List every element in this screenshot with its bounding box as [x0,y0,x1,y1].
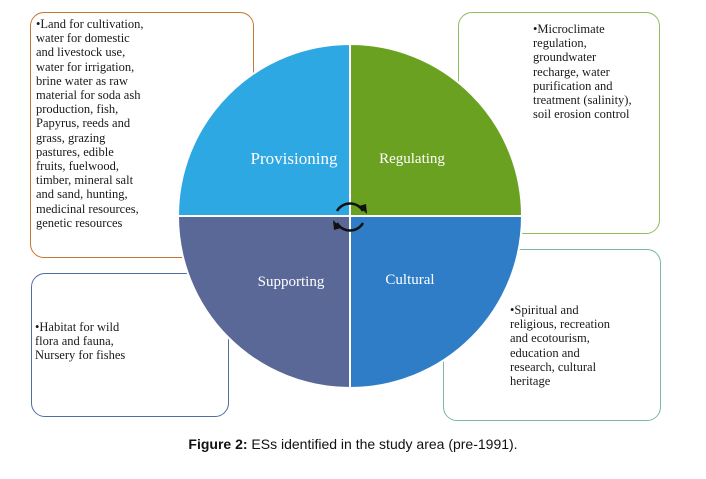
supporting-services-text: •Habitat for wild flora and fauna, Nurse… [35,320,126,363]
regulating-services-text: •Microclimate regulation, groundwater re… [533,22,632,122]
supporting-box [31,273,229,417]
cultural-services-text: •Spiritual and religious, recreation and… [510,303,610,389]
cycle-arrows-icon [333,202,367,232]
supporting-quadrant [176,215,351,390]
provisioning-quadrant [176,42,351,217]
regulating-quadrant [349,42,524,217]
cultural-label: Cultural [385,272,434,288]
cultural-quadrant [349,215,524,390]
figure-caption-text: ESs identified in the study area (pre-19… [247,436,518,452]
ecosystem-services-wheel: Provisioning Regulating Supporting Cultu… [176,42,524,390]
regulating-label: Regulating [379,151,445,167]
figure-caption: Figure 2: ESs identified in the study ar… [0,436,706,452]
provisioning-services-text: •Land for cultivation, water for domesti… [36,17,144,230]
figure-caption-label: Figure 2: [188,436,248,452]
supporting-label: Supporting [258,274,325,290]
provisioning-label: Provisioning [251,149,338,168]
